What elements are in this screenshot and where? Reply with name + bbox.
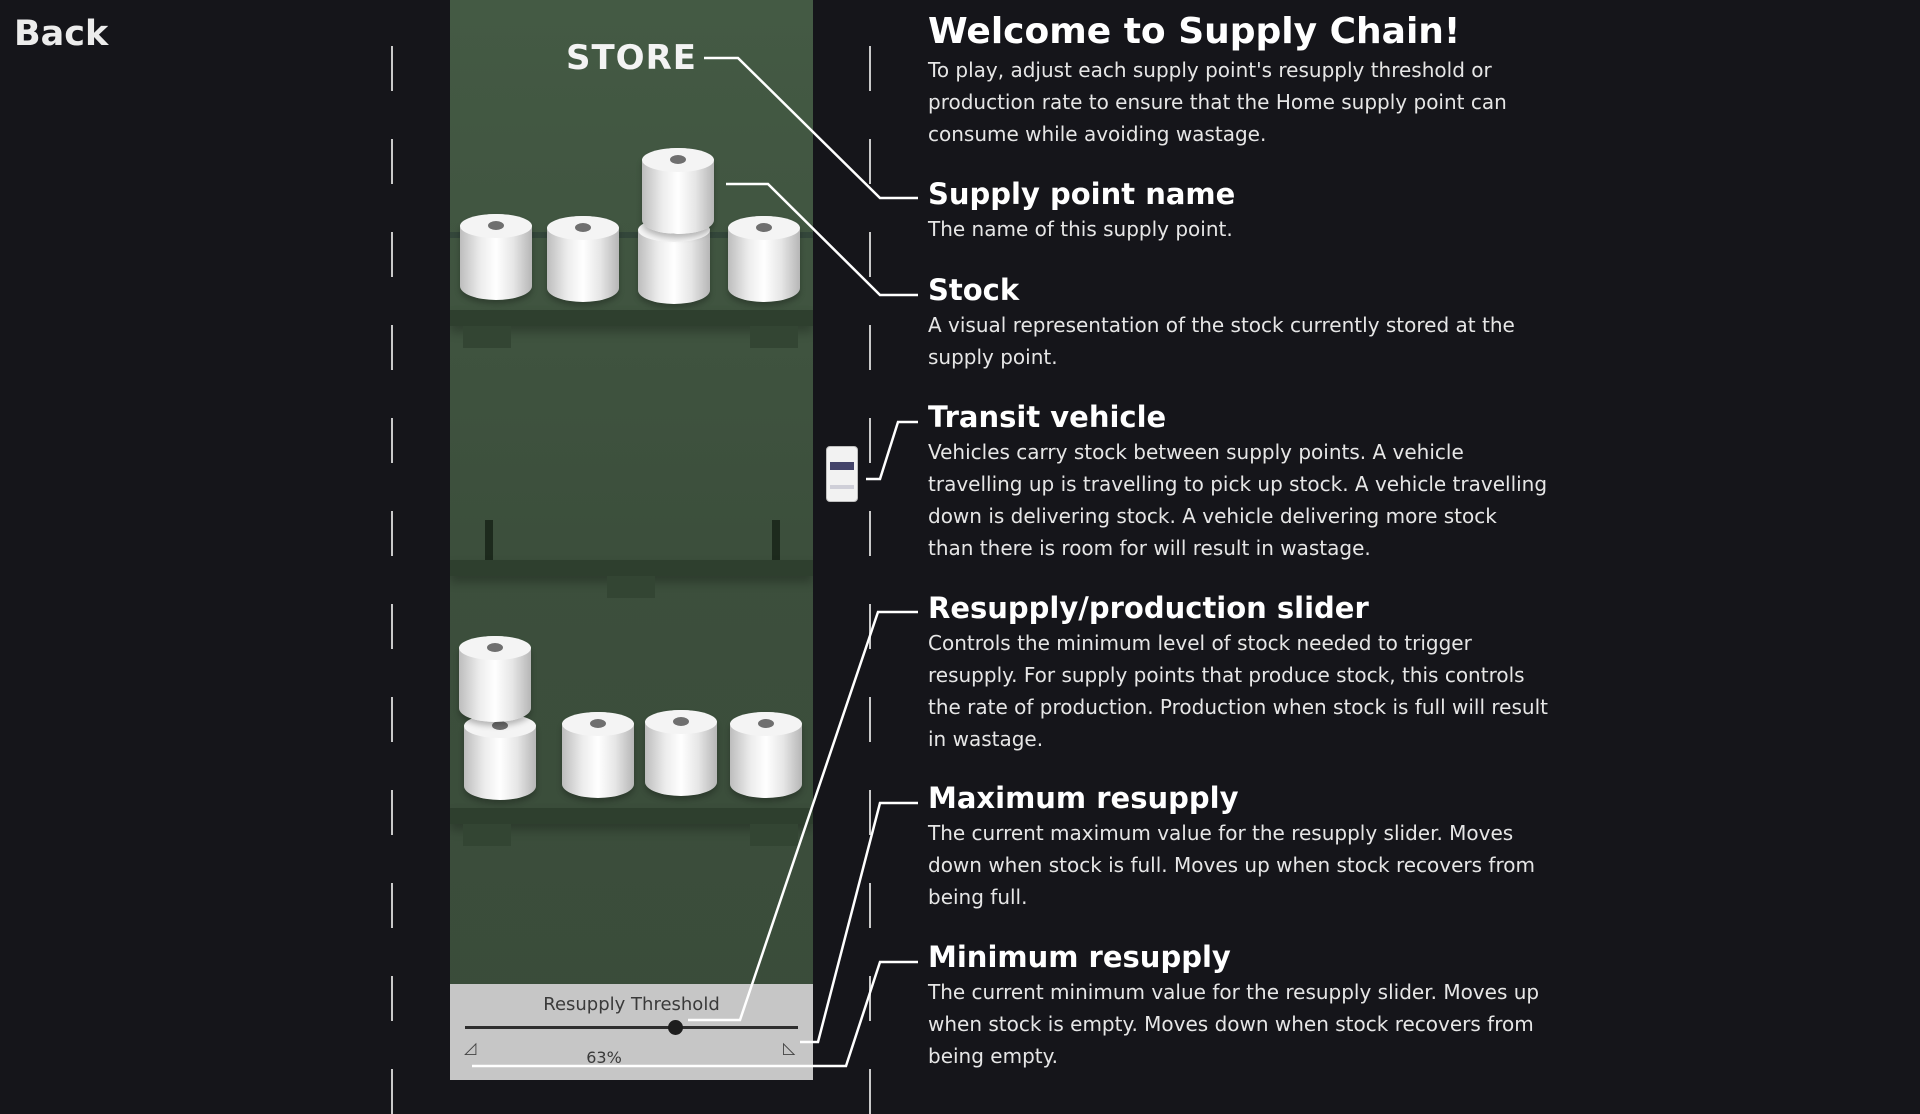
- callout-lines: [472, 56, 918, 1068]
- section-title: Minimum resupply: [928, 940, 1231, 974]
- lane-dash: [391, 790, 393, 835]
- shelf-post: [485, 520, 493, 560]
- lane-dash: [869, 139, 871, 184]
- welcome-title: Welcome to Supply Chain!: [928, 11, 1461, 52]
- shelf-bracket: [750, 326, 798, 348]
- section-text: The current minimum value for the resupp…: [928, 980, 1540, 1069]
- maximum-resupply-marker[interactable]: ◺: [783, 1038, 796, 1057]
- lane-dash: [391, 604, 393, 649]
- lane-dash: [869, 325, 871, 370]
- section-text: The name of this supply point.: [928, 217, 1233, 242]
- lane-dash: [869, 790, 871, 835]
- shelf-bracket: [607, 576, 655, 598]
- toilet-roll-icon: [459, 636, 531, 722]
- lane-dash: [391, 511, 393, 556]
- slider-track[interactable]: [465, 1026, 798, 1029]
- slider-title: Resupply Threshold: [543, 994, 720, 1015]
- section-text: Vehicles carry stock between supply poin…: [928, 440, 1548, 561]
- shelf-back: [450, 232, 813, 238]
- lane-dash: [391, 418, 393, 463]
- section-title: Stock: [928, 273, 1020, 307]
- leader-transit-vehicle: [866, 420, 918, 481]
- leader-resupply-slider: [688, 610, 918, 1022]
- lane-dash: [391, 976, 393, 1021]
- leader-minimum-resupply: [472, 960, 918, 1068]
- shelf-bracket: [463, 824, 511, 846]
- store-supply-point: STORE Resupply Threshold ◿ ◺ 63%: [450, 0, 813, 1080]
- lane-dash: [391, 139, 393, 184]
- lane-dash: [869, 511, 871, 556]
- resupply-slider-panel: Resupply Threshold ◿ ◺ 63%: [450, 984, 813, 1080]
- stock-section: Stock A visual representation of the sto…: [928, 273, 1548, 373]
- shelf: [450, 808, 813, 824]
- toilet-roll-icon: [460, 214, 532, 300]
- lane-dash: [869, 883, 871, 928]
- section-title: Supply point name: [928, 177, 1236, 211]
- leader-supply-point-name: [704, 56, 918, 200]
- lane-dash: [391, 232, 393, 277]
- welcome-text: To play, adjust each supply point's resu…: [928, 57, 1507, 146]
- lane-dash: [391, 46, 393, 91]
- section-text: A visual representation of the stock cur…: [928, 313, 1515, 370]
- section-text: The current maximum value for the resupp…: [928, 821, 1535, 910]
- slider-value: 63%: [586, 1048, 622, 1067]
- leader-maximum-resupply: [800, 801, 918, 1044]
- lane-dash: [391, 697, 393, 742]
- back-button[interactable]: Back: [14, 14, 109, 54]
- lane-dash: [869, 46, 871, 91]
- supply-point-name-section: Supply point name The name of this suppl…: [928, 177, 1548, 245]
- maximum-resupply-section: Maximum resupply The current maximum val…: [928, 781, 1548, 913]
- slider-handle[interactable]: [667, 1020, 683, 1035]
- shelf: [450, 310, 813, 326]
- toilet-roll-icon: [562, 712, 634, 798]
- leader-stock: [726, 182, 918, 297]
- shelf-bracket: [750, 824, 798, 846]
- supply-point-name: STORE: [566, 38, 697, 78]
- toilet-roll-icon: [728, 216, 800, 302]
- transit-vehicle-section: Transit vehicle Vehicles carry stock bet…: [928, 400, 1548, 564]
- section-text: Controls the minimum level of stock need…: [928, 631, 1548, 752]
- toilet-roll-icon: [730, 712, 802, 798]
- section-title: Transit vehicle: [928, 400, 1167, 434]
- lane-dash: [869, 604, 871, 649]
- lane-dash: [391, 883, 393, 928]
- section-title: Resupply/production slider: [928, 591, 1369, 625]
- shelf: [450, 560, 813, 576]
- lane-dash: [869, 976, 871, 1021]
- lane-dash: [869, 232, 871, 277]
- minimum-resupply-marker[interactable]: ◿: [464, 1038, 477, 1057]
- welcome-section: Welcome to Supply Chain! To play, adjust…: [928, 12, 1548, 150]
- lane-dash: [869, 418, 871, 463]
- toilet-roll-icon: [642, 148, 714, 234]
- transit-vehicle-icon[interactable]: [826, 446, 858, 502]
- toilet-roll-icon: [547, 216, 619, 302]
- road-lane-left: [391, 0, 393, 1114]
- toilet-roll-icon: [645, 710, 717, 796]
- minimum-resupply-section: Minimum resupply The current minimum val…: [928, 940, 1548, 1072]
- section-title: Maximum resupply: [928, 781, 1239, 815]
- shelf-bracket: [463, 326, 511, 348]
- lane-dash: [391, 325, 393, 370]
- lane-dash: [869, 697, 871, 742]
- shelf-post: [772, 520, 780, 560]
- resupply-slider-section: Resupply/production slider Controls the …: [928, 591, 1548, 755]
